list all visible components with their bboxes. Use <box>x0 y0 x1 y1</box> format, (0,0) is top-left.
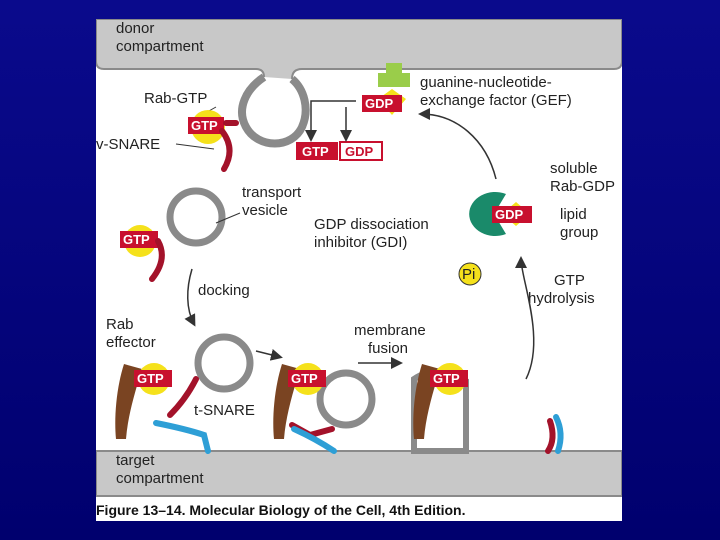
stage3-gtp-text: GTP <box>433 371 460 386</box>
gdi-label-line1: GDP dissociation <box>314 216 429 233</box>
target-label: target <box>116 452 155 469</box>
gdi-protein <box>469 192 506 236</box>
transport-label: transport <box>242 184 302 201</box>
membrane-label: membrane <box>354 322 426 339</box>
transport-vesicle <box>166 187 226 247</box>
gdp-free-badge <box>339 141 383 161</box>
soluble-label: soluble <box>550 160 598 177</box>
gdi-label-line2: inhibitor (GDI) <box>314 234 407 251</box>
gdi-gdp-text: GDP <box>495 207 524 222</box>
cis-snare-complex <box>553 414 564 454</box>
group-label: group <box>560 224 598 241</box>
t-snare-label: t-SNARE <box>194 402 255 419</box>
v-snare-label: v-SNARE <box>96 136 160 153</box>
gef-gdp-text: GDP <box>365 96 394 111</box>
figure-caption: Figure 13–14. Molecular Biology of the C… <box>96 502 466 518</box>
lipid-label: lipid <box>560 206 587 223</box>
gtp-free-badge <box>296 142 338 160</box>
fusion-label: fusion <box>368 340 408 357</box>
phosphate <box>458 262 482 286</box>
figure-panel: donor compartment Rab-GTP GTP v-SNARE GT… <box>96 19 622 521</box>
v-snare <box>219 120 239 172</box>
gtp-badge <box>188 117 224 134</box>
t-snare-1 <box>153 420 211 454</box>
gef-protein <box>378 63 410 87</box>
vesicle-label: vesicle <box>242 202 288 219</box>
gdp-free-text: GDP <box>345 144 374 159</box>
rab-gdp-label: Rab-GDP <box>550 178 615 195</box>
budding-vesicle <box>238 73 310 148</box>
stage2-gtp-text: GTP <box>291 371 318 386</box>
donor-compartment-label: compartment <box>116 38 204 55</box>
docking-label: docking <box>198 282 250 299</box>
gef-gdp-badge <box>362 95 402 112</box>
donor-label: donor <box>116 20 154 37</box>
target-compartment-label: compartment <box>116 470 204 487</box>
rab-gtp-label: Rab-GTP <box>144 90 207 107</box>
gdi-gdp-badge <box>492 206 532 223</box>
gtp-hydrolysis-label1: GTP <box>554 272 585 289</box>
effector-label: effector <box>106 334 156 351</box>
gtp-badge-text: GTP <box>191 118 218 133</box>
rab-cycle-diagram: donor compartment Rab-GTP GTP v-SNARE GT… <box>96 19 622 518</box>
gtp-hydrolysis-label2: hydrolysis <box>528 290 595 307</box>
rab-label: Rab <box>106 316 134 333</box>
gtp-free-text: GTP <box>302 144 329 159</box>
gef-label-line2: exchange factor (GEF) <box>420 92 572 109</box>
vesicle-gtp-text: GTP <box>123 232 150 247</box>
stage1-gtp-text: GTP <box>137 371 164 386</box>
pi-label: Pi <box>462 266 475 283</box>
gef-label-line1: guanine-nucleotide- <box>420 74 552 91</box>
